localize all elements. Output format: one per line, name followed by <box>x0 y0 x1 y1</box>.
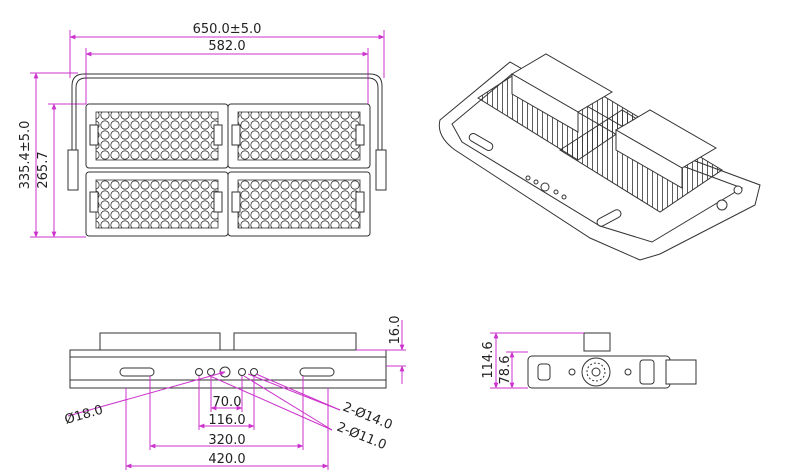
height-offset-label: 16.0 <box>388 316 403 345</box>
mounting-bracket-inner <box>75 77 379 170</box>
bottom-driver-box-left <box>99 332 221 351</box>
dim-slot-spacing: 320.0 <box>149 376 304 450</box>
side-body-height-label: 78.6 <box>498 356 513 385</box>
dim-height-offset: 16.0 <box>356 316 406 384</box>
dim-hole-spacing-mid: 116.0 <box>198 376 255 430</box>
bottom-view: 16.0 Ø18.0 70.0 116.0 320.0 <box>63 316 406 470</box>
iso-driver-box-1-side <box>511 73 579 133</box>
bottom-housing <box>69 349 387 389</box>
side-bracket-arm <box>665 359 697 385</box>
iso-slot-right <box>596 209 622 227</box>
dim-inner-height: 265.7 <box>36 103 86 238</box>
bottom-hole <box>238 368 246 376</box>
slot-spacing-label: 320.0 <box>208 433 245 448</box>
iso-hole <box>533 179 539 185</box>
front-view: 650.0±5.0 582.0 335.4±5.0 265.7 <box>18 22 387 238</box>
iso-bracket-knob <box>716 199 728 211</box>
dim-overall-width: 650.0±5.0 <box>69 22 385 78</box>
dim-side-body-height: 78.6 <box>498 351 528 389</box>
iso-hole <box>553 189 559 195</box>
iso-slot-left <box>468 133 494 151</box>
right-pivot-knob <box>375 149 387 191</box>
mounting-bracket <box>71 73 383 170</box>
overall-width-label: 650.0±5.0 <box>193 22 262 37</box>
side-overall-height-label: 114.6 <box>481 341 496 378</box>
bottom-hole <box>250 368 258 376</box>
led-modules <box>85 103 371 237</box>
inner-height-label: 265.7 <box>36 151 51 188</box>
overall-height-label: 335.4±5.0 <box>18 121 33 190</box>
dim-bracket-spacing: 420.0 <box>125 388 329 470</box>
left-pivot-knob <box>67 149 79 191</box>
iso-driver-box-2-side <box>615 129 683 189</box>
iso-bracket-knob <box>733 185 743 195</box>
isometric-view <box>438 53 761 261</box>
bottom-slot-right <box>299 367 335 377</box>
iso-hole <box>540 182 550 192</box>
dim-overall-height: 335.4±5.0 <box>18 72 78 238</box>
hole-large-label: Ø18.0 <box>63 403 105 428</box>
iso-hole <box>525 175 531 181</box>
bracket-spacing-label: 420.0 <box>208 452 245 467</box>
bottom-driver-box-right <box>233 332 357 351</box>
iso-hole <box>561 194 567 200</box>
bottom-hole <box>195 368 203 376</box>
dim-hole-spacing-small: 70.0 <box>210 376 243 412</box>
dim-side-overall-height: 114.6 <box>481 332 584 389</box>
hole-spacing-small-label: 70.0 <box>213 395 242 410</box>
side-driver-box <box>583 332 611 352</box>
hole-spacing-mid-label: 116.0 <box>208 413 245 428</box>
inner-width-label: 582.0 <box>208 39 245 54</box>
side-view: 114.6 78.6 <box>481 332 697 389</box>
dim-inner-width: 582.0 <box>85 39 369 104</box>
bottom-slot-left <box>119 367 155 377</box>
